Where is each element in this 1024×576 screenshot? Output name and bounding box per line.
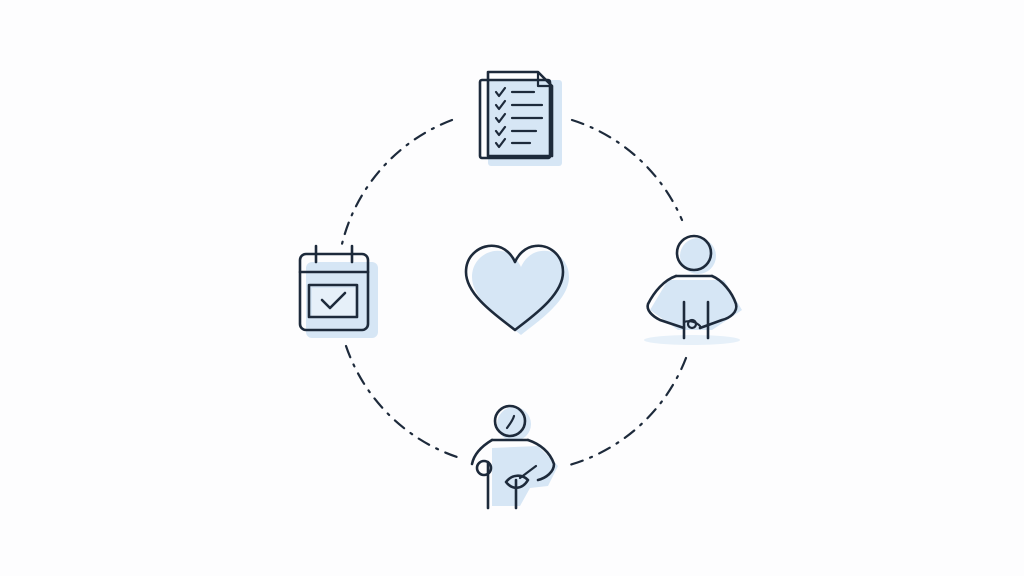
arc-top-right	[570, 118, 684, 222]
person-icon	[644, 234, 742, 345]
heart-icon	[464, 244, 569, 335]
cycle-connector	[340, 118, 688, 468]
calendar-check-icon	[298, 244, 378, 338]
person-with-cane-icon	[470, 404, 558, 510]
arc-top-left	[340, 118, 454, 246]
arc-bottom-right	[564, 356, 688, 468]
checklist-document-icon	[478, 70, 562, 166]
arc-bottom-left	[344, 344, 462, 460]
